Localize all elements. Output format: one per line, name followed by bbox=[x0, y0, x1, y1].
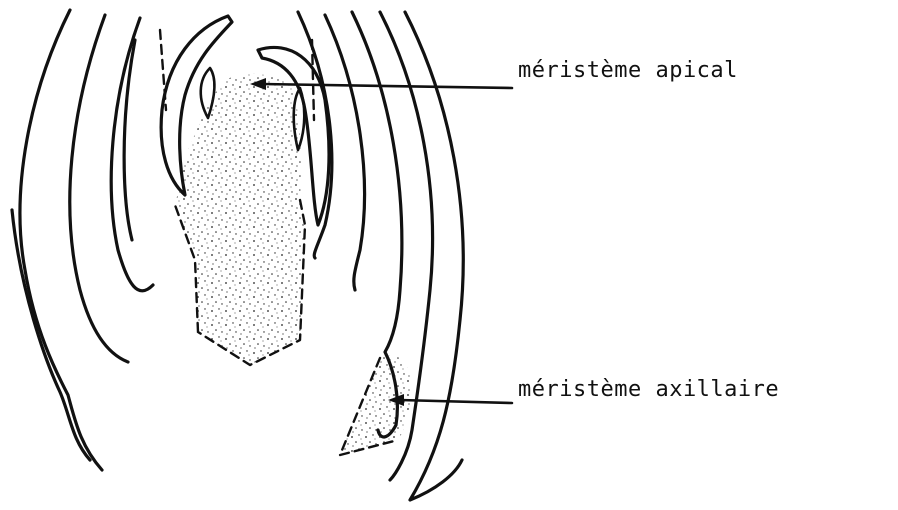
left-leaf-lines bbox=[12, 10, 153, 470]
left-leaf-outer bbox=[20, 10, 102, 470]
left-leaf-outer-inner bbox=[12, 210, 90, 460]
left-leaf-second bbox=[70, 15, 128, 362]
label-apical-meristem: méristème apical bbox=[518, 58, 738, 83]
axillary-meristem-zone bbox=[340, 355, 411, 455]
apical-meristem-zone bbox=[175, 74, 305, 365]
label-axillary-meristem: méristème axillaire bbox=[518, 377, 779, 402]
